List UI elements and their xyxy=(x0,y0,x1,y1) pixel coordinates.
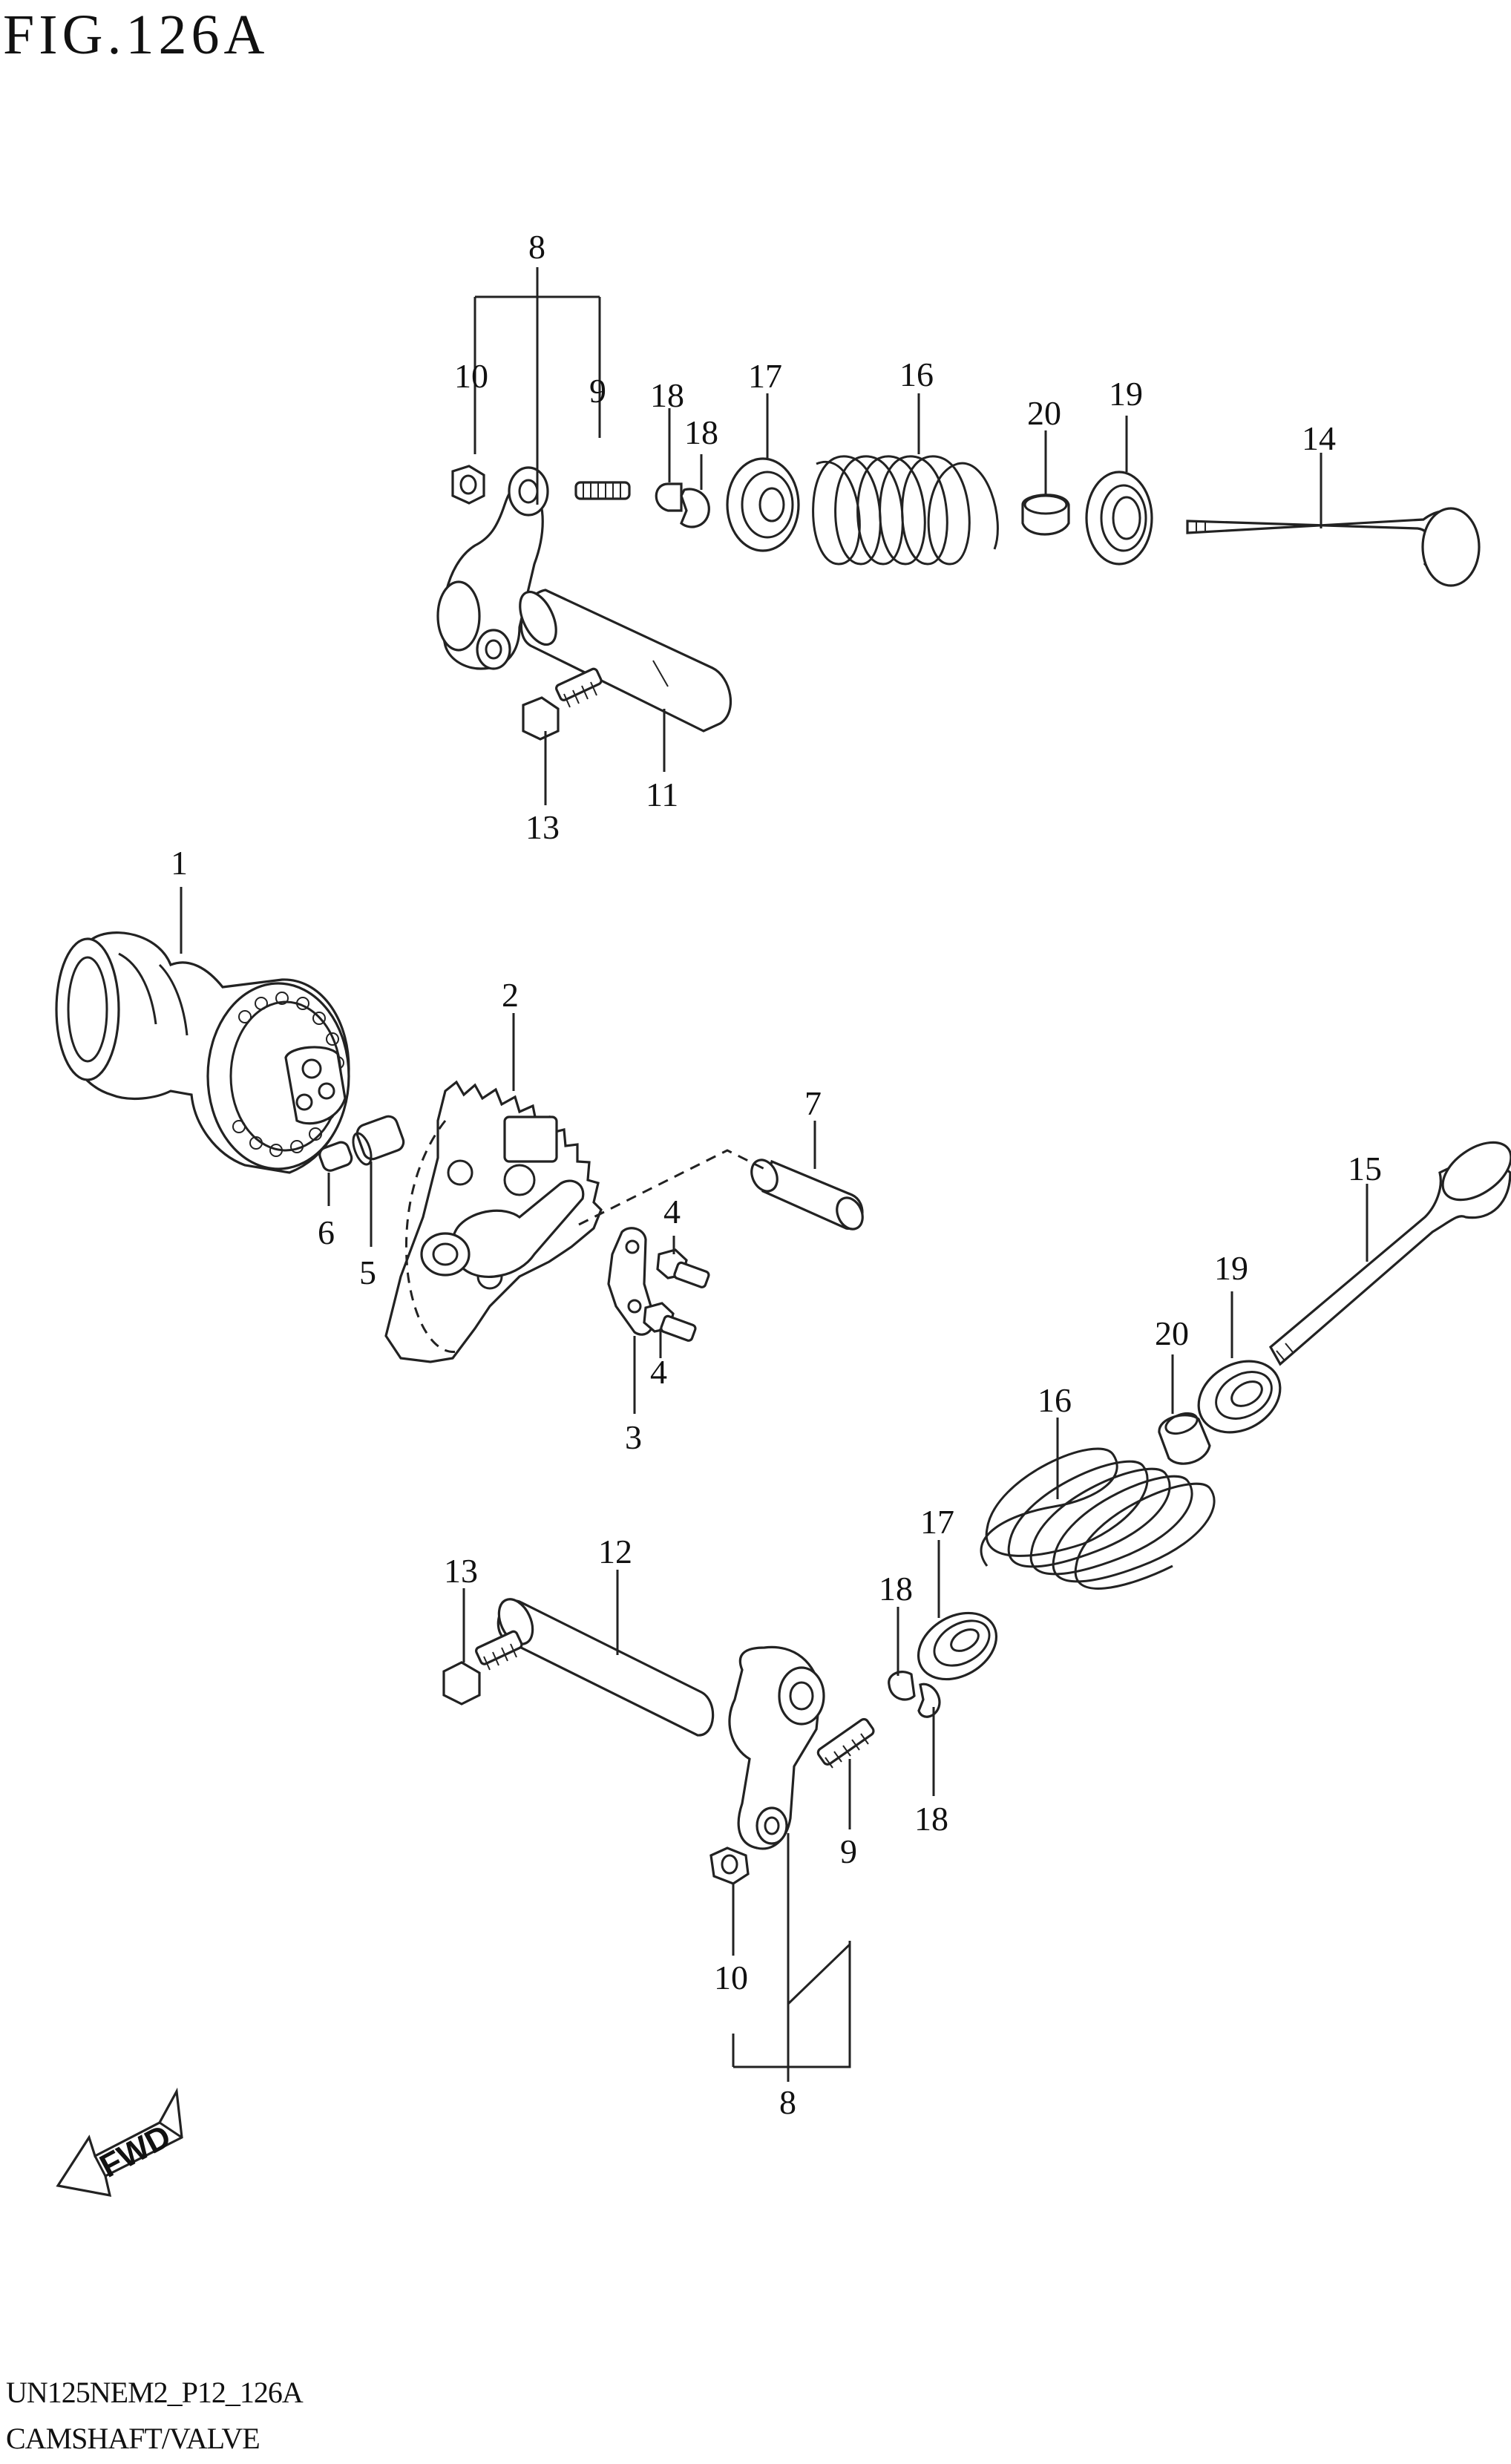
rocker-adjust-nut-bottom[interactable] xyxy=(709,1847,750,1885)
callout-13-bot: 13 xyxy=(444,1552,478,1590)
callout-labels: 8 10 9 18 18 17 16 20 19 14 11 13 1 2 7 … xyxy=(171,228,1382,2121)
decomp-bolt-b[interactable] xyxy=(643,1302,697,1342)
callout-1: 1 xyxy=(171,844,188,882)
cotter-bottom-a[interactable] xyxy=(888,1671,916,1701)
callout-19-top: 19 xyxy=(1109,375,1143,413)
rocker-shaft-top[interactable] xyxy=(513,586,732,733)
spring-seat-bottom[interactable] xyxy=(1186,1347,1293,1446)
rocker-arm-bottom[interactable] xyxy=(728,1645,825,1850)
figure-title: FIG.126A xyxy=(3,4,269,66)
cotter-top-a[interactable] xyxy=(655,482,683,512)
callout-9-top: 9 xyxy=(589,372,606,410)
valve-spring-bottom[interactable] xyxy=(980,1447,1216,1590)
callout-3: 3 xyxy=(625,1418,642,1456)
callout-4b: 4 xyxy=(650,1353,667,1391)
callout-20-top: 20 xyxy=(1027,394,1061,432)
leader-8-bot xyxy=(732,1833,851,2082)
adjust-screw-top[interactable] xyxy=(574,481,631,500)
cotter-bottom-b[interactable] xyxy=(917,1682,941,1718)
callout-2: 2 xyxy=(502,976,519,1014)
adjust-screw-bottom[interactable] xyxy=(816,1717,875,1769)
fwd-label: FWD xyxy=(94,2118,177,2185)
rocker-adjust-nut-top[interactable] xyxy=(451,465,485,505)
bolt-bottom[interactable] xyxy=(442,1630,523,1706)
figure-name: CAMSHAFT/VALVE xyxy=(6,2422,260,2455)
callout-19-bot: 19 xyxy=(1214,1249,1248,1287)
callout-15: 15 xyxy=(1348,1150,1382,1187)
valve-exhaust[interactable] xyxy=(1186,507,1481,587)
rocker-shaft-bottom[interactable] xyxy=(492,1594,715,1737)
callout-8-bot: 8 xyxy=(779,2083,796,2121)
decomp-bolt-a[interactable] xyxy=(656,1248,710,1288)
callout-5: 5 xyxy=(359,1254,376,1291)
figure-code: UN125NEM2_P12_126A xyxy=(6,2376,304,2409)
callout-10-top: 10 xyxy=(454,357,488,395)
valve-intake[interactable] xyxy=(1268,1131,1511,1366)
leader-8-top xyxy=(473,267,601,505)
cam-sprocket[interactable] xyxy=(384,1080,603,1363)
callout-7: 7 xyxy=(804,1084,822,1122)
valve-stem-seal-bottom[interactable] xyxy=(1158,1409,1211,1465)
spring-seat-top[interactable] xyxy=(1085,471,1153,566)
callout-18a-bot: 18 xyxy=(879,1570,913,1608)
cotter-top-b[interactable] xyxy=(680,488,710,528)
fwd-arrow: FWD xyxy=(56,2087,183,2198)
valve-spring-top[interactable] xyxy=(812,455,999,566)
valve-stem-seal-top[interactable] xyxy=(1021,494,1070,536)
spring-retainer-bottom[interactable] xyxy=(907,1599,1009,1692)
bearing-pin[interactable] xyxy=(350,1114,406,1167)
callout-10-bot: 10 xyxy=(714,1959,748,1996)
callout-8-top: 8 xyxy=(528,228,545,266)
callout-12: 12 xyxy=(598,1533,632,1570)
callout-16-bot: 16 xyxy=(1038,1381,1072,1419)
rocker-arm-top[interactable] xyxy=(436,466,549,670)
callout-6: 6 xyxy=(318,1213,335,1251)
callout-9-bot: 9 xyxy=(840,1832,857,1870)
callout-13-top: 13 xyxy=(525,808,560,846)
callout-14: 14 xyxy=(1302,419,1336,457)
bolt-top[interactable] xyxy=(522,667,603,741)
callout-18a-top: 18 xyxy=(650,376,684,414)
spring-retainer-top[interactable] xyxy=(726,457,800,552)
callout-4a: 4 xyxy=(663,1193,681,1231)
callout-17-top: 17 xyxy=(748,357,782,395)
camshaft[interactable] xyxy=(55,931,350,1174)
callout-18b-top: 18 xyxy=(684,413,718,451)
callout-11: 11 xyxy=(646,776,678,813)
callout-20-bot: 20 xyxy=(1155,1314,1189,1352)
callout-16-top: 16 xyxy=(899,355,934,393)
decomp-shaft[interactable] xyxy=(578,1149,868,1233)
dowel-pin[interactable] xyxy=(318,1140,354,1173)
callout-18b-bot: 18 xyxy=(914,1800,948,1838)
leader-18-top xyxy=(668,408,703,490)
callout-17-bot: 17 xyxy=(920,1503,954,1541)
